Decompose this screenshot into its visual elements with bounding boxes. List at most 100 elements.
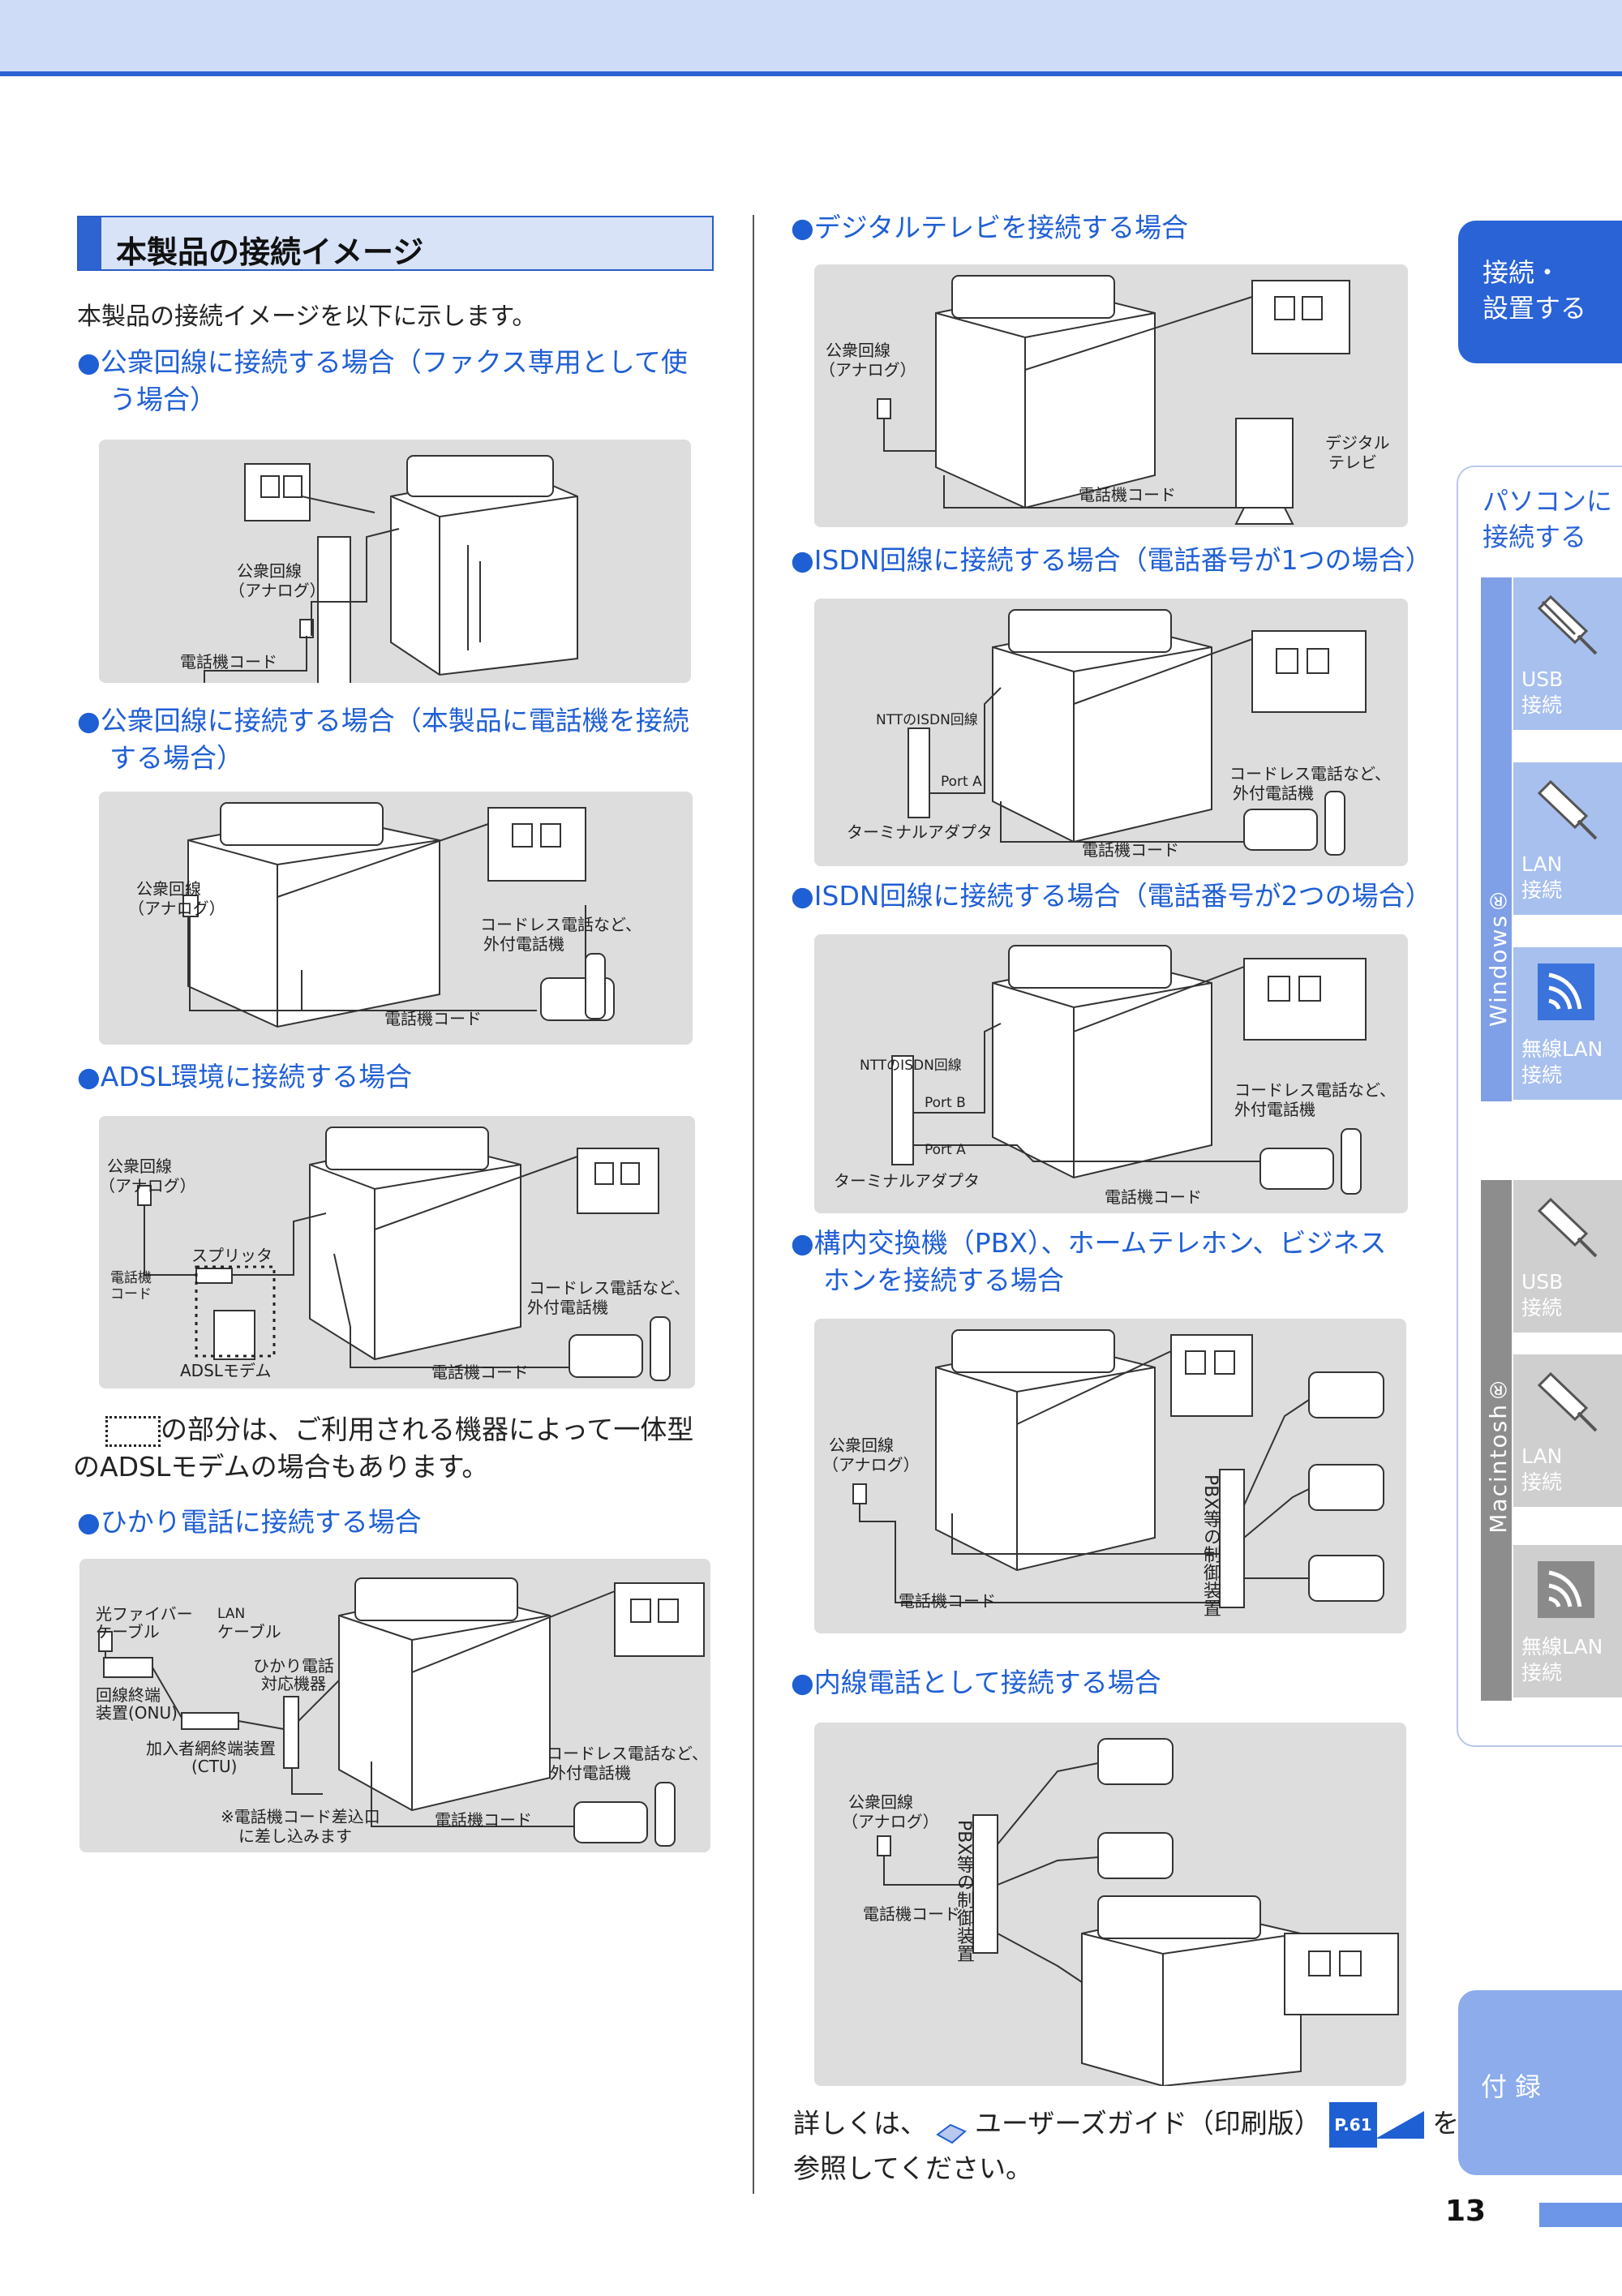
heading-line: ホンを接続する場合 [823,1264,1064,1296]
label-onu-sub: 装置(ONU) [96,1703,178,1723]
lan-cable-icon [1537,1371,1598,1432]
label-external-phone: 外付電話機 [527,1298,608,1317]
tab-label-line: 接続・ [1483,257,1561,288]
tab-label-line: USB [1521,1270,1564,1294]
diagram-mfc-wall-jack [204,455,578,683]
label-lan-cable: ケーブル [217,1622,281,1642]
label-onu: 回線終端 [96,1685,161,1705]
label-fiber: 光ファイバー [96,1604,193,1624]
diagram-extension [877,1738,1399,2086]
usb-cable-icon [1537,1197,1598,1258]
reference-prefix: 詳しくは、 [793,2107,927,2139]
label-tv: テレビ [1328,453,1377,472]
title-marker [79,217,101,269]
intro-text: 本製品の接続イメージを以下に示します。 [77,303,537,331]
tab-label-line: 接続 [1521,1661,1563,1684]
tab-connect-setup[interactable]: 接続・設置する [1458,221,1622,363]
heading-isdn-1: ●ISDN回線に接続する場合（電話番号が1つの場合） [791,544,1432,576]
note-line: の部分は、ご利用される機器によって一体型 [161,1414,694,1445]
label-phone-cord: 電話機コード [431,1363,529,1382]
label-ntt-isdn: NTTのISDN回線 [876,712,978,728]
label-public-line: 公衆回線 [829,1436,894,1455]
label-port-a: Port A [941,774,982,790]
label-analog: （アナログ） [822,1455,920,1474]
diagram-adsl [137,1127,671,1381]
label-pbx: PBX等の制御装置 [954,1820,974,1963]
label-phone-cord: 電話機コード [384,1009,482,1028]
label-cordless-phone: コードレス電話など、 [547,1744,708,1763]
lan-cable-icon [1537,779,1598,840]
label-phone-cord: 電話機コード [435,1810,532,1830]
page-number-bar [1539,2203,1622,2227]
diagram-hikari [98,1577,705,1847]
label-cordless-phone: コードレス電話など、 [1234,1080,1396,1100]
heading-adsl: ●ADSL環境に接続する場合 [77,1061,413,1092]
tab-label-line: 設置する [1483,293,1587,324]
label-ntt-isdn: NTTのISDN回線 [860,1058,962,1074]
label-fiber-cable: ケーブル [96,1622,160,1642]
header-band [0,0,1622,75]
diagram-digital-tv [877,275,1350,525]
label-phone-cord: 電話機コード [1082,840,1179,860]
label-phone-cord: 電話機コード [1105,1187,1202,1207]
label-terminal-adapter: ターミナルアダプタ [847,822,993,842]
heading-extension: ●内線電話として接続する場合 [791,1667,1161,1698]
label-cord-small: コード [110,1286,152,1302]
page-ref-link[interactable]: P.61 [1329,2102,1377,2148]
heading-line: う場合） [109,384,217,415]
label-phone-cord-small: 電話機 [110,1270,152,1286]
heading-line: ●公衆回線に接続する場合（本製品に電話機を接続 [77,705,689,736]
label-hikari-device: ひかり電話 [253,1656,334,1676]
label-external-phone: 外付電話機 [1233,783,1314,803]
heading-with-phone: ●公衆回線に接続する場合（本製品に電話機を接続 する場合） [77,702,689,777]
ref-arrow-icon [1375,2111,1424,2139]
label-splitter: スプリッタ [191,1246,272,1265]
figure-with-phone: 公衆回線 （アナログ） コードレス電話など、 外付電話機 電話機コード [99,792,693,1045]
diagram-isdn-2 [891,945,1367,1195]
tab-label-line: 無線LAN [1521,1037,1603,1061]
label-ctu: 加入者網終端装置 [146,1739,276,1758]
header-rule [0,71,1622,76]
heading-line: ●構内交換機（PBX）、ホームテレホン、ビジネス [791,1227,1387,1259]
note-line: のADSLモデムの場合もあります。 [73,1451,489,1483]
wireless-icon [1538,1561,1594,1618]
tab-label-line: USB [1521,667,1564,691]
book-icon [935,2114,967,2144]
page-number: 13 [1445,2195,1487,2228]
heading-digital-tv: ●デジタルテレビを接続する場合 [791,212,1189,243]
label-analog: （アナログ） [128,899,225,918]
tab-label-line: 接続 [1521,878,1563,902]
tab-connect-pc[interactable]: パソコンに 接続する [1483,483,1612,555]
label-ctu-sub: (CTU) [191,1757,238,1776]
heading-hikari: ●ひかり電話に接続する場合 [77,1506,422,1538]
label-public-line: 公衆回線 [826,341,890,360]
tab-label-line: 無線LAN [1521,1635,1603,1659]
figure-hikari: 光ファイバー ケーブル LAN ケーブル 回線終端 装置(ONU) ひかり電話 … [79,1559,710,1852]
label-analog: （アナログ） [229,581,326,600]
mac-label: Macintosh® [1485,1375,1512,1534]
tab-appendix[interactable]: 付録 [1458,1990,1622,2175]
label-insert-sub: に差し込みます [238,1826,352,1846]
section-title: 本製品の接続イメージ [77,216,714,271]
label-public-line: 公衆回線 [237,561,302,581]
label-analog: （アナログ） [99,1176,196,1195]
tab-label-line: 接続 [1521,693,1563,717]
label-phone-cord: 電話機コード [1079,485,1176,504]
mac-side-label: Macintosh® [1481,1180,1512,1701]
heading-line: ●公衆回線に接続する場合（ファクス専用として使 [77,346,688,378]
label-public-line: 公衆回線 [107,1157,172,1176]
label-pbx: PBX等の制御装置 [1200,1474,1221,1617]
reference-text: 詳しくは、 ユーザーズガイド（印刷版） P.61 を 参照してください。 [793,2102,1459,2190]
figure-isdn-1: NTTのISDN回線 Port A ターミナルアダプタ コードレス電話など、 外… [814,599,1408,866]
label-external-phone: 外付電話機 [1234,1100,1315,1119]
label-cordless-phone: コードレス電話など、 [480,915,642,934]
label-digital-tv: デジタル [1325,433,1390,453]
reference-suffix: を [1432,2107,1460,2139]
diagram-pbx [852,1329,1384,1608]
